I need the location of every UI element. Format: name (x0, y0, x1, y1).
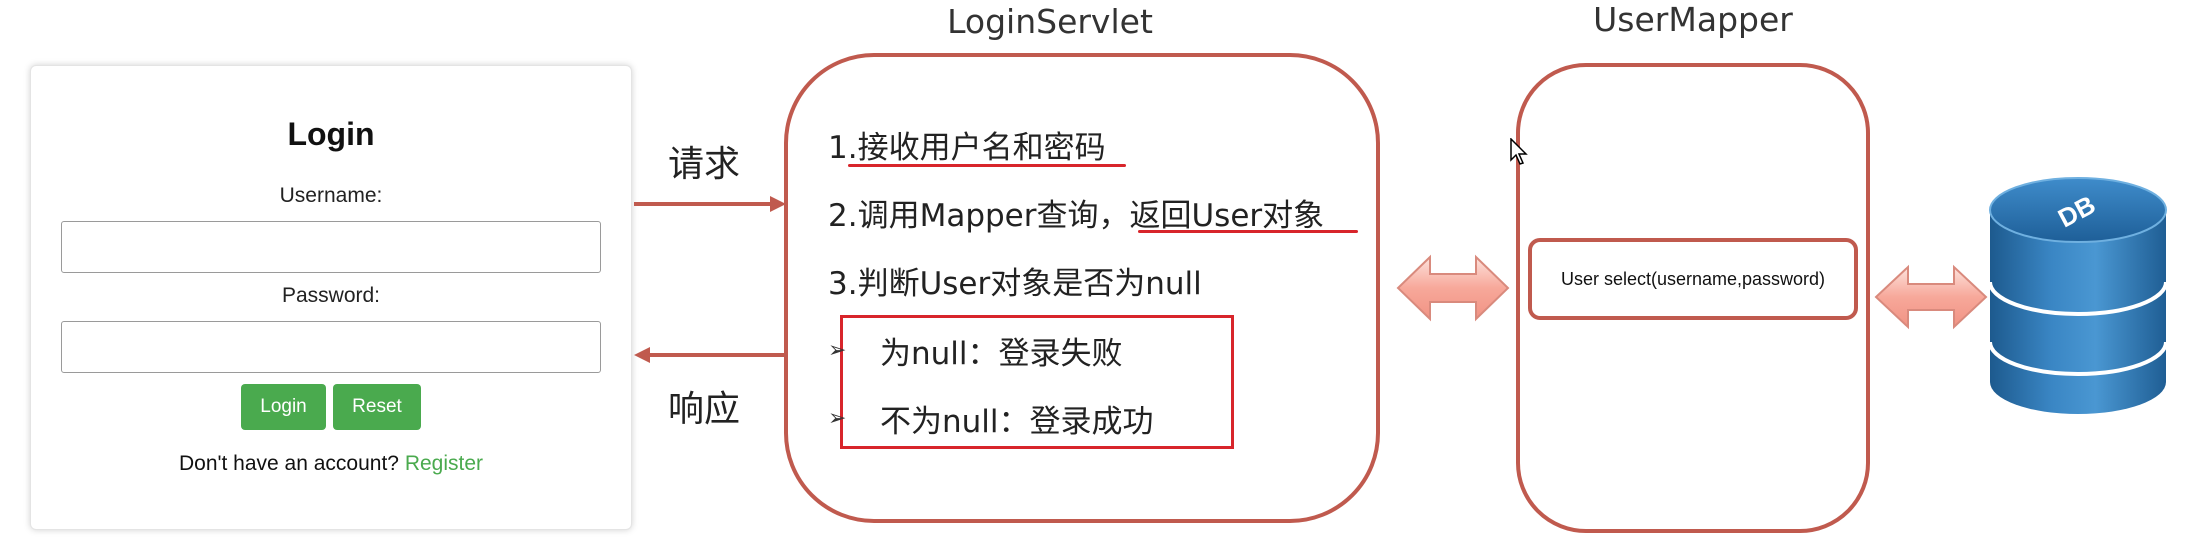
servlet-step-1: 1.接收用户名和密码 (828, 130, 1106, 166)
db-band (1988, 281, 2168, 316)
db-top (1989, 177, 2167, 243)
username-input[interactable] (61, 221, 601, 273)
servlet-mapper-double-arrow (1396, 254, 1510, 322)
mouse-cursor-icon (1510, 138, 1528, 165)
register-line: Don't have an account? Register (31, 452, 631, 476)
result-null: 为null：登录失败 (880, 336, 1123, 372)
step-1-underline (848, 164, 1126, 167)
login-title: Login (287, 116, 375, 152)
register-link[interactable]: Register (404, 452, 484, 475)
mapper-db-double-arrow (1874, 264, 1988, 330)
username-label: Username: (279, 184, 383, 207)
result-not-null: 不为null：登录成功 (880, 404, 1154, 440)
double-arrow-shape (1396, 254, 1510, 322)
result-highlight-box (840, 315, 1234, 449)
password-label: Password: (281, 284, 381, 307)
reset-button[interactable]: Reset (333, 384, 421, 430)
register-prompt: Don't have an account? (178, 452, 399, 475)
request-response-arrows (634, 196, 786, 363)
login-card: Login Username: Password: Login Reset Do… (30, 65, 632, 530)
db-band (1988, 341, 2168, 376)
user-mapper-box (1516, 63, 1870, 533)
login-button[interactable]: Login (241, 384, 326, 430)
select-method-box: User select(username,password) (1528, 238, 1858, 320)
response-label: 响应 (668, 389, 741, 430)
bullet-arrow-icon: ➢ (828, 338, 847, 363)
password-input[interactable] (61, 321, 601, 373)
response-arrow-head (634, 347, 650, 363)
request-label: 请求 (668, 144, 741, 185)
servlet-step-2: 2.调用Mapper查询，返回User对象 (828, 198, 1325, 234)
user-mapper-title: UserMapper (1593, 0, 1793, 39)
double-arrow-shape (1874, 264, 1988, 330)
login-servlet-box (784, 53, 1380, 523)
select-method-text: User select(username,password) (1560, 268, 1826, 289)
database-cylinder-icon: DB (1988, 177, 2168, 414)
servlet-step-3: 3.判断User对象是否为null (828, 266, 1202, 302)
login-servlet-title: LoginServlet (947, 2, 1153, 41)
request-arrow-head (770, 196, 786, 212)
step-2-underline (1138, 230, 1358, 233)
bullet-arrow-icon: ➢ (828, 406, 847, 431)
